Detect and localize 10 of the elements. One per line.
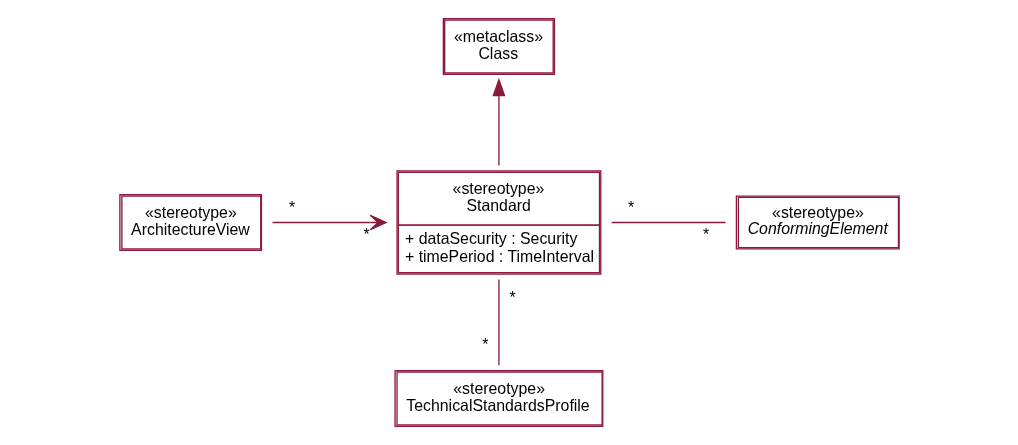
label: * xyxy=(288,198,295,216)
label: * xyxy=(627,198,634,216)
label: * xyxy=(363,226,370,244)
connector xyxy=(610,221,726,224)
arrow xyxy=(491,77,505,167)
label: * xyxy=(508,289,516,307)
arrow xyxy=(271,214,387,231)
label: * xyxy=(481,335,488,353)
label: * xyxy=(702,226,709,244)
connector xyxy=(497,278,500,366)
